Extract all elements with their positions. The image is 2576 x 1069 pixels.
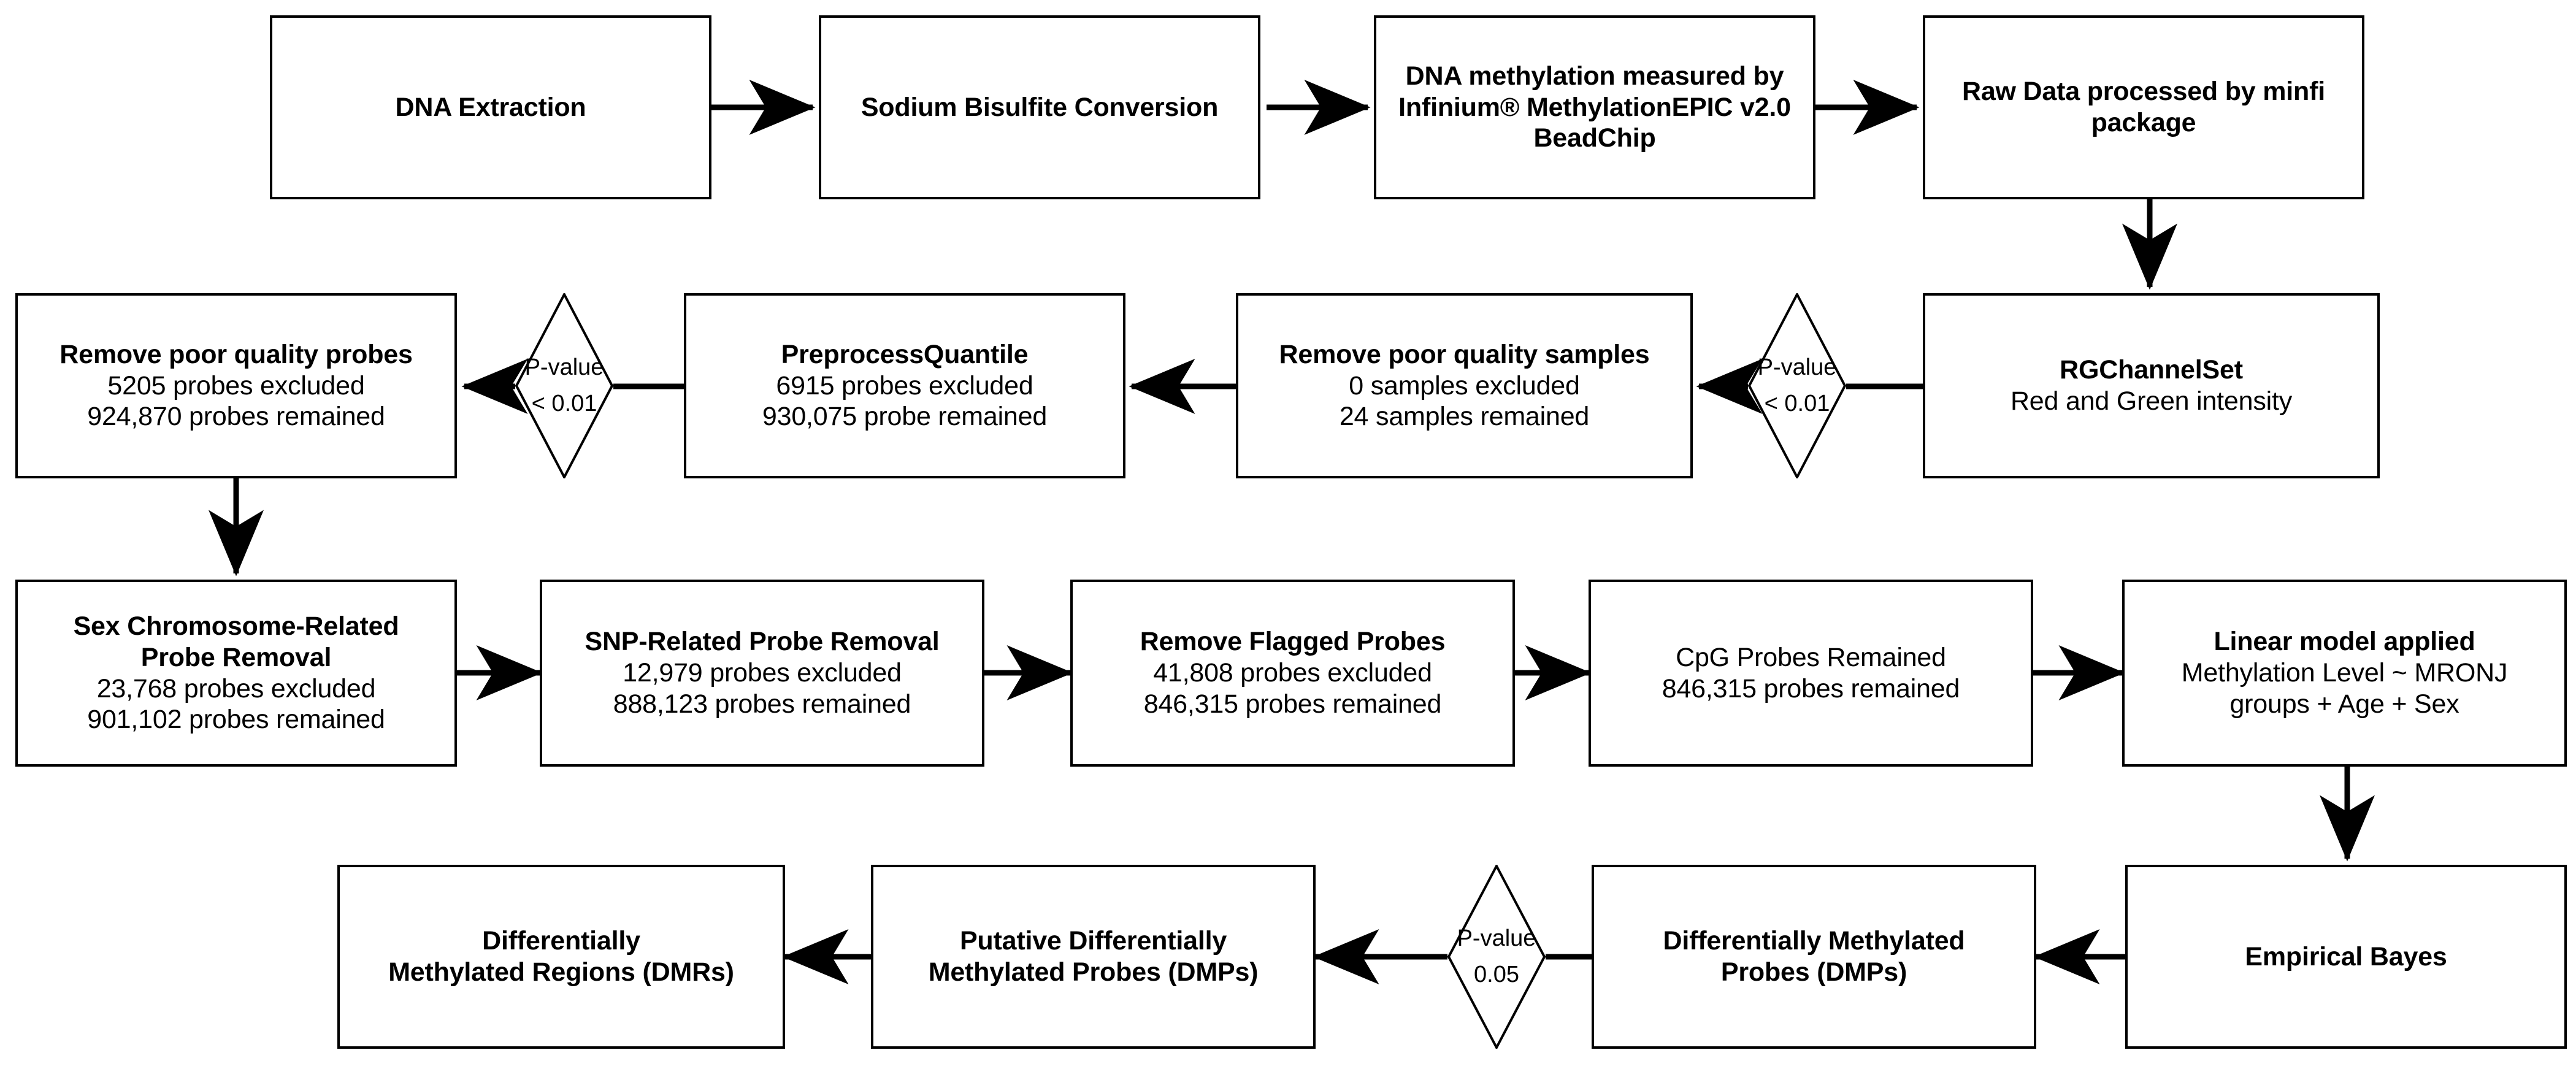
node-detail-excluded: 23,768 probes excluded xyxy=(96,673,376,703)
node-detail-remained: 888,123 probes remained xyxy=(613,689,911,719)
node-title: Differentially Methylated xyxy=(1663,926,1965,956)
node-detail-formula2: groups + Age + Sex xyxy=(2229,689,2459,719)
node-detail-remained: 846,315 probes remained xyxy=(1143,689,1442,719)
node-cpg-probes-remained[interactable]: CpG Probes Remained 846,315 probes remai… xyxy=(1589,580,2033,767)
node-sex-chromosome-probe-removal[interactable]: Sex Chromosome-Related Probe Removal 23,… xyxy=(15,580,457,767)
node-title-line2: Probe Removal xyxy=(140,642,332,672)
node-detail-excluded: 41,808 probes excluded xyxy=(1153,658,1432,688)
decision-pvalue-dmp[interactable]: P-value 0.05 xyxy=(1447,865,1546,1049)
node-detail-remained: 930,075 probe remained xyxy=(762,402,1048,432)
decision-line2: 0.05 xyxy=(1474,962,1519,987)
node-detail-remained: 24 samples remained xyxy=(1339,402,1590,432)
node-detail-excluded: 6915 probes excluded xyxy=(776,370,1033,400)
node-rgchannelset[interactable]: RGChannelSet Red and Green intensity xyxy=(1923,293,2380,478)
node-title: Differentially xyxy=(482,926,640,956)
node-dna-methylation-measured[interactable]: DNA methylation measured by Infinium® Me… xyxy=(1374,15,1815,199)
node-putative-differentially-methylated-probes[interactable]: Putative Differentially Methylated Probe… xyxy=(871,865,1316,1049)
node-raw-data-minfi[interactable]: Raw Data processed by minfi package xyxy=(1923,15,2364,199)
node-title: Putative Differentially xyxy=(959,926,1227,956)
node-title: Empirical Bayes xyxy=(2245,941,2447,971)
diamond-shape xyxy=(1748,293,1846,478)
node-title: Linear model applied xyxy=(2214,627,2475,657)
node-title-line2: Probes (DMPs) xyxy=(1720,957,1907,987)
decision-pvalue-samples[interactable]: P-value < 0.01 xyxy=(1748,293,1846,478)
node-dna-extraction[interactable]: DNA Extraction xyxy=(270,15,711,199)
node-title: Sodium Bisulfite Conversion xyxy=(861,92,1219,122)
node-title-line2: Methylated Regions (DMRs) xyxy=(388,957,734,987)
node-detail-formula1: Methylation Level ~ MRONJ xyxy=(2181,658,2508,688)
decision-line1: P-value xyxy=(1757,354,1837,381)
node-title: Raw Data processed by minfi xyxy=(1961,77,2325,107)
decision-line1: P-value xyxy=(1457,925,1536,952)
node-title: DNA methylation measured by xyxy=(1405,61,1784,91)
node-snp-related-probe-removal[interactable]: SNP-Related Probe Removal 12,979 probes … xyxy=(540,580,984,767)
node-linear-model-applied[interactable]: Linear model applied Methylation Level ~… xyxy=(2122,580,2567,767)
node-title-line2: package xyxy=(2091,108,2196,137)
node-title: RGChannelSet xyxy=(2060,355,2243,385)
node-title: CpG Probes Remained xyxy=(1676,642,1946,672)
node-detail-remained: 924,870 probes remained xyxy=(87,402,385,432)
node-title-line2: Infinium® MethylationEPIC v2.0 xyxy=(1398,92,1791,122)
node-detail-excluded: 12,979 probes excluded xyxy=(623,658,902,688)
node-title: Remove poor quality samples xyxy=(1279,339,1650,369)
node-detail-remained: 846,315 probes remained xyxy=(1662,673,1960,703)
node-title-line2: Methylated Probes (DMPs) xyxy=(928,957,1259,987)
node-remove-poor-quality-probes[interactable]: Remove poor quality probes 5205 probes e… xyxy=(15,293,457,478)
node-title: Remove Flagged Probes xyxy=(1140,627,1446,657)
node-title: Remove poor quality probes xyxy=(59,339,413,369)
node-empirical-bayes[interactable]: Empirical Bayes xyxy=(2125,865,2567,1049)
decision-line1: P-value xyxy=(524,354,604,381)
node-detail-excluded: 0 samples excluded xyxy=(1349,370,1580,400)
node-differentially-methylated-probes[interactable]: Differentially Methylated Probes (DMPs) xyxy=(1592,865,2036,1049)
decision-line2: < 0.01 xyxy=(531,391,597,416)
decision-line2: < 0.01 xyxy=(1764,391,1830,416)
diamond-shape xyxy=(1447,865,1546,1049)
node-detail: Red and Green intensity xyxy=(2010,386,2293,416)
node-title-line3: BeadChip xyxy=(1533,123,1656,153)
node-title: PreprocessQuantile xyxy=(781,339,1029,369)
node-title: DNA Extraction xyxy=(395,92,586,122)
node-title: SNP-Related Probe Removal xyxy=(585,627,940,657)
node-preprocess-quantile[interactable]: PreprocessQuantile 6915 probes excluded … xyxy=(684,293,1125,478)
node-remove-poor-quality-samples[interactable]: Remove poor quality samples 0 samples ex… xyxy=(1236,293,1693,478)
node-remove-flagged-probes[interactable]: Remove Flagged Probes 41,808 probes excl… xyxy=(1070,580,1515,767)
node-differentially-methylated-regions[interactable]: Differentially Methylated Regions (DMRs) xyxy=(337,865,785,1049)
node-detail-excluded: 5205 probes excluded xyxy=(107,370,365,400)
diamond-shape xyxy=(515,293,613,478)
node-detail-remained: 901,102 probes remained xyxy=(87,705,385,735)
node-sodium-bisulfite-conversion[interactable]: Sodium Bisulfite Conversion xyxy=(819,15,1260,199)
decision-pvalue-probes[interactable]: P-value < 0.01 xyxy=(515,293,613,478)
node-title: Sex Chromosome-Related xyxy=(73,611,399,642)
